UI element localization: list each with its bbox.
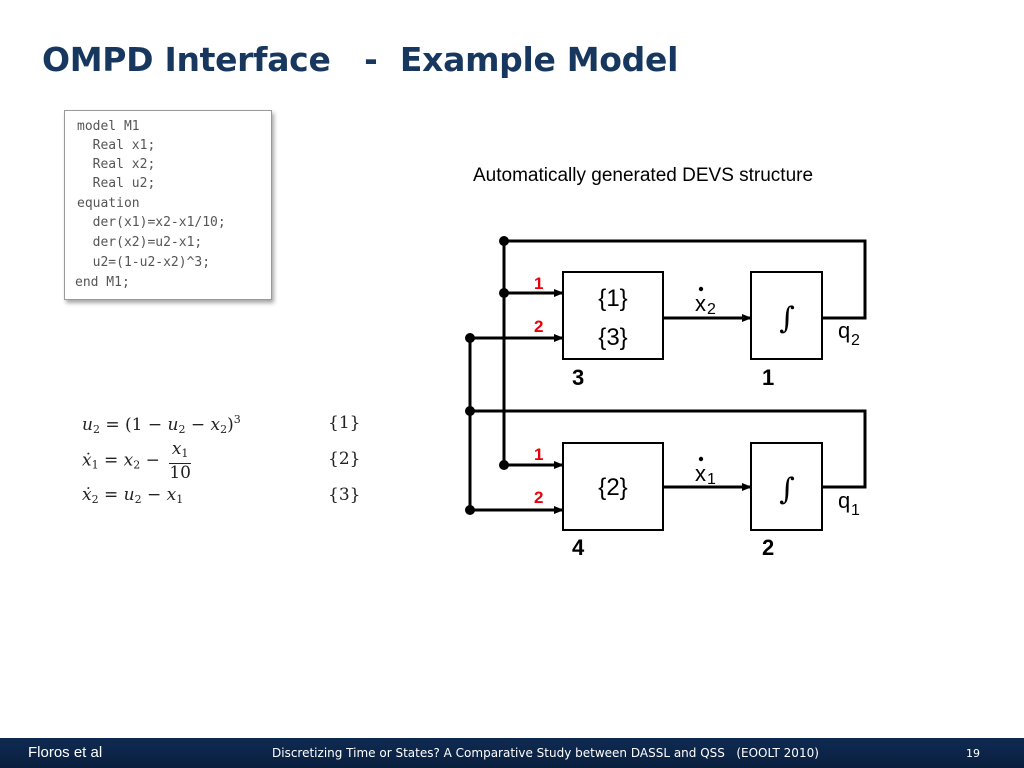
footer-bar: Floros et al Discretizing Time or States…: [0, 738, 1024, 768]
modelica-code-box: model M1 Real x1; Real x2; Real u2; equa…: [64, 110, 272, 300]
page-number: 19: [966, 747, 980, 760]
code-line: end M1;: [75, 275, 130, 290]
block-number: 4: [572, 535, 585, 560]
signal-q1: q: [838, 488, 850, 513]
equation-label: {3}: [328, 485, 361, 505]
junction-dot: [499, 236, 509, 246]
diagram-caption: Automatically generated DEVS structure: [473, 165, 814, 186]
code-line: model M1: [77, 119, 140, 134]
block-4: [562, 442, 664, 531]
footer-author: Floros et al: [28, 744, 103, 761]
block-1-integrator: [750, 271, 823, 360]
signal-x2dot: x: [695, 291, 706, 316]
footer-title: Discretizing Time or States? A Comparati…: [272, 746, 819, 760]
code-line: Real x1;: [77, 138, 156, 153]
q2-feedback-line: [504, 239, 867, 320]
block-4-text: {2}: [598, 474, 627, 501]
integral-symbol: ∫: [779, 472, 795, 507]
code-line: equation: [77, 196, 140, 211]
code-line: u2=(1-u2-x2)^3;: [77, 255, 211, 270]
signal-x1dot: x: [695, 461, 706, 486]
junction-dot: [465, 333, 475, 343]
equation-label: {1}: [328, 413, 361, 433]
derivative-dot: [698, 286, 704, 292]
q1-feedback-line: [470, 409, 867, 489]
block-number: 2: [762, 535, 774, 560]
junction-dot: [499, 460, 509, 470]
equation-x2dot: ẋ2 = u2 − x1: [82, 485, 184, 506]
signal-subscript: 1: [851, 502, 860, 519]
signal-subscript: 2: [707, 301, 716, 318]
port-label: 2: [534, 317, 543, 336]
devs-structure-diagram: {1} {3} ∫ {2} ∫ 3 1 4 2 1 2 1 2 x 2 x 1 …: [465, 236, 867, 560]
port-label: 2: [534, 488, 543, 507]
block-3-text: {1}: [598, 285, 627, 312]
equation-u2: u2 = (1 − u2 − x2)3: [82, 413, 241, 436]
block-3: [562, 271, 664, 360]
block-number: 3: [572, 365, 584, 390]
block-3-text: {3}: [598, 324, 627, 351]
slide-title: OMPD Interface - Example Model: [42, 40, 679, 79]
integral-symbol: ∫: [779, 301, 795, 336]
signal-subscript: 2: [851, 332, 860, 349]
derivative-dot: [698, 456, 704, 462]
port-label: 1: [534, 445, 543, 464]
code-line: der(x1)=x2-x1/10;: [77, 215, 226, 230]
block-number: 1: [762, 365, 774, 390]
port-label: 1: [534, 274, 543, 293]
block-2-integrator: [750, 442, 823, 531]
junction-dot: [499, 288, 509, 298]
equation-label: {2}: [328, 449, 361, 469]
junction-dot: [465, 505, 475, 515]
code-line: Real u2;: [77, 176, 156, 191]
junction-dot: [465, 406, 475, 416]
code-line: Real x2;: [77, 157, 156, 172]
signal-q2: q: [838, 318, 850, 343]
code-line: der(x2)=u2-x1;: [77, 235, 203, 250]
signal-subscript: 1: [707, 471, 716, 488]
